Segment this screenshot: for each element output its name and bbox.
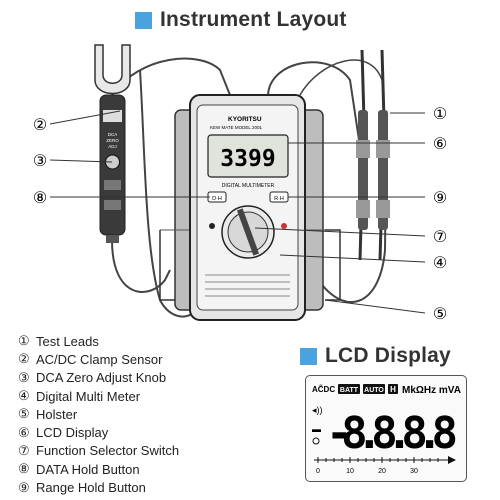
data-hold-label: D·H <box>212 196 222 202</box>
meter-lcd <box>207 134 289 178</box>
scale-label: 30 <box>410 468 418 475</box>
meter-reading: 3399 <box>220 146 275 172</box>
digital-multi-meter: KYORITSU KEW MATE MODEL 2001 3399 DIGITA… <box>189 94 306 321</box>
legend-text: AC/DC Clamp Sensor <box>36 351 163 367</box>
callout-9: ⑨ <box>433 190 447 207</box>
v-jack <box>281 223 287 229</box>
callout-7: ⑦ <box>433 229 447 246</box>
range-hold-label: R·H <box>274 196 284 202</box>
callout-8: ⑧ <box>33 190 47 207</box>
legend-item: ③ DCA Zero Adjust Knob <box>18 369 218 387</box>
callout-2: ② <box>33 117 47 134</box>
model-label: KEW MATE MODEL 2001 <box>210 125 263 130</box>
lcd-detail-panel: AC̃DC BATT AUTO H MkΩHz mVA ◂)) ▬ -8.8.8… <box>305 375 467 482</box>
legend-item: ⑨ Range Hold Button <box>18 478 218 496</box>
legend-num: ④ <box>18 388 30 404</box>
meter-subtitle: DIGITAL MULTIMETER <box>222 183 275 189</box>
legend-text: DCA Zero Adjust Knob <box>36 370 167 386</box>
clamp-cable <box>111 239 171 293</box>
callout-3: ③ <box>33 153 47 170</box>
component-legend: ① Test Leads ② AC/DC Clamp Sensor ③ DCA Zer… <box>18 332 218 497</box>
scale-label: 20 <box>378 468 386 475</box>
lcd-batt: BATT <box>340 387 359 394</box>
legend-item: ② AC/DC Clamp Sensor <box>18 350 218 368</box>
callout-5: ⑤ <box>433 306 447 323</box>
clamp-zero-label: ZERO <box>106 138 119 143</box>
legend-num: ⑦ <box>18 442 30 458</box>
callout-6: ⑥ <box>433 136 447 153</box>
legend-num: ⑤ <box>18 406 30 422</box>
instrument-layout-title: Instrument Layout <box>160 8 347 31</box>
legend-item: ⑤ Holster <box>18 405 218 423</box>
lcd-detail-svg: AC̃DC BATT AUTO H MkΩHz mVA ◂)) ▬ -8.8.8… <box>312 384 461 475</box>
legend-text: Function Selector Switch <box>36 443 180 459</box>
leader-lines <box>49 110 426 314</box>
callout-1: ① <box>433 106 447 123</box>
lcd-acdc: AC̃DC <box>312 385 335 394</box>
com-jack <box>209 223 215 229</box>
lcd-dot-icon <box>312 437 320 445</box>
lcd-digits: -8.8.8.8 <box>326 408 458 459</box>
lcd-auto: AUTO <box>364 387 384 394</box>
lcd-units: MkΩHz mVA <box>402 385 461 396</box>
legend-item: ⑥ LCD Display <box>18 423 218 441</box>
legend-num: ⑥ <box>18 424 30 440</box>
legend-num: ② <box>18 351 30 367</box>
clamp-adj-label: ADJ <box>108 144 117 149</box>
legend-item: ① Test Leads <box>18 332 218 350</box>
scale-label: 10 <box>346 468 354 475</box>
test-leads <box>356 49 390 261</box>
callouts: ① ② ③ ④ ⑤ ⑥ ⑦ ⑧ ⑨ <box>33 106 447 323</box>
legend-text: Holster <box>36 406 78 422</box>
brand-label: KYORITSU <box>228 116 262 123</box>
lcd-scale-ticks <box>317 457 439 463</box>
scale-label: 0 <box>316 468 320 475</box>
legend-num: ① <box>18 333 30 349</box>
test-lead-cable <box>267 61 363 161</box>
legend-text: LCD Display <box>36 425 109 441</box>
legend-item: ⑦ Function Selector Switch <box>18 442 218 460</box>
legend-text: Test Leads <box>36 333 99 349</box>
sound-icon: ◂)) <box>312 405 323 415</box>
clamp-sensor: DCA ZERO ADJ <box>94 44 131 243</box>
legend-num: ⑧ <box>18 461 30 477</box>
minus-indicator: ▬ <box>312 424 321 434</box>
instrument-layout-header: Instrument Layout <box>135 8 347 32</box>
lcd-display-header: LCD Display <box>300 344 451 368</box>
header-square-icon <box>300 347 317 365</box>
lcd-display-title: LCD Display <box>325 344 451 367</box>
legend-text: Digital Multi Meter <box>36 388 141 404</box>
legend-text: DATA Hold Button <box>36 461 140 477</box>
lcd-h: H <box>390 385 396 394</box>
instrument-diagram: DCA ZERO ADJ KYORITSU KEW MATE MODEL 200… <box>33 44 447 323</box>
callout-4: ④ <box>433 255 447 272</box>
legend-item: ④ Digital Multi Meter <box>18 387 218 405</box>
legend-num: ⑨ <box>18 479 30 495</box>
legend-item: ⑧ DATA Hold Button <box>18 460 218 478</box>
legend-num: ③ <box>18 369 30 385</box>
header-square-icon <box>135 11 152 29</box>
scale-arrow-icon <box>448 456 456 464</box>
legend-text: Range Hold Button <box>36 480 146 496</box>
clamp-dca-label: DCA <box>108 132 118 137</box>
